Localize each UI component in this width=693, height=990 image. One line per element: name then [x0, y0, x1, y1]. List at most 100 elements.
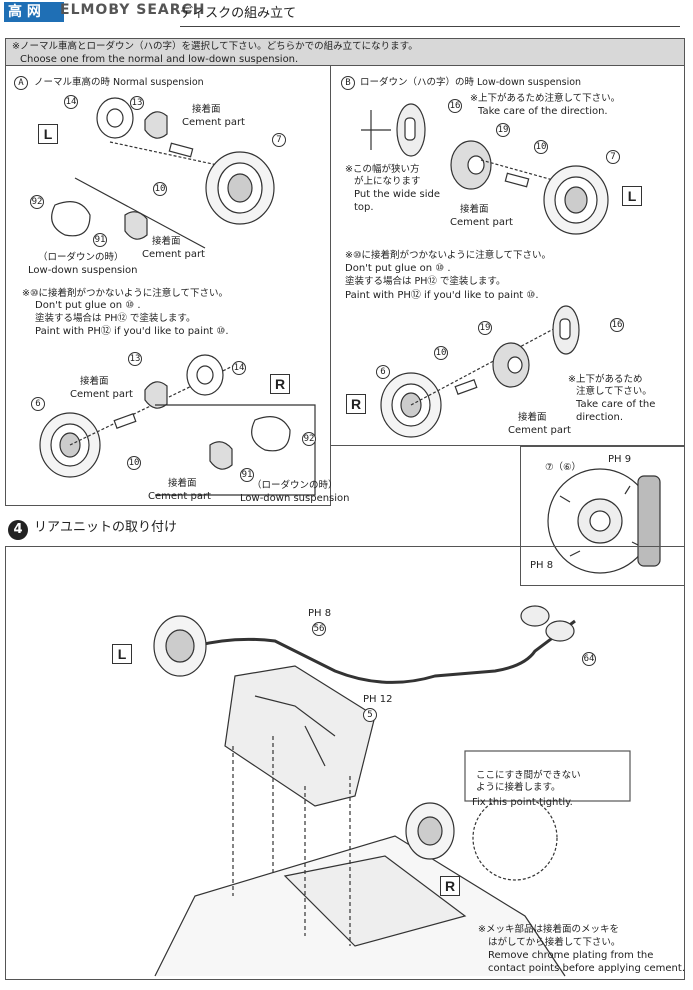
rear-subframe-5: [224, 665, 376, 807]
step-title: ディスクの組み立て: [180, 6, 297, 21]
part-13-spacer: [144, 111, 168, 139]
part-64-label: 64: [582, 652, 596, 666]
panel-a-lower-drawing: [39, 354, 316, 496]
part-91b-label: 91: [240, 468, 254, 482]
direction2-jp2: 注意して下さい。: [576, 386, 652, 397]
panel-b-title: ローダウン（ハの字）の時 Low-down suspension: [360, 77, 582, 88]
part-14-label: 14: [64, 95, 78, 109]
lowdown-label-a2-jp: （ローダウンの時）: [252, 480, 338, 491]
part-19b-label: 19: [478, 321, 492, 335]
selection-note-en: Choose one from the normal and low-down …: [20, 54, 299, 65]
lowdown-label-a2-en: Low-down suspension: [240, 493, 350, 504]
left-box-step4: L: [112, 644, 132, 664]
paint-note-b-jp: 塗装する場合は PH⑫ で塗装します。: [345, 276, 506, 287]
color-5: PH 12: [363, 694, 393, 705]
panel-b-upper-drawing: [361, 103, 609, 235]
part-14b-label: 14: [232, 361, 246, 375]
lowdown-label-a1-jp: （ローダウンの時）: [38, 252, 124, 263]
disc-color-top: PH 9: [608, 454, 632, 465]
chrome-note-jp1: ※メッキ部品は接着面のメッキを: [478, 924, 619, 935]
watermark-text: ELMOBY SEARCH: [60, 2, 206, 18]
paint-note-b-en: Paint with PH⑫ if you'd like to paint ⑩.: [345, 290, 539, 301]
cement-label-b2-jp: 接着面: [518, 412, 547, 423]
part-10c-label: 10: [534, 140, 548, 154]
cement-label-b1-jp: 接着面: [460, 204, 489, 215]
chrome-note-en1: Remove chrome plating from the: [488, 950, 654, 961]
glue-note-a-jp: ※⑩に接着剤がつかないように注意して下さい。: [22, 288, 229, 299]
cement-label-a2-jp: 接着面: [152, 236, 181, 247]
direction2-jp1: ※上下があるため: [568, 374, 643, 385]
muffler-tip-64a: [520, 605, 550, 627]
brake-caliper: [637, 475, 661, 567]
direction2-en1: Take care of the: [576, 399, 656, 410]
disc-part-label: ⑦（⑥）: [545, 462, 582, 473]
exhaust-pipe-56: [194, 619, 576, 684]
part-10-label: 10: [153, 182, 167, 196]
chrome-note-en2: contact points before applying cement.: [488, 963, 685, 974]
cement-label-a4-jp: 接着面: [168, 478, 197, 489]
part-10-pin: [168, 142, 194, 158]
panel-a-badge: A: [14, 76, 28, 90]
site-logo: 高 网: [4, 2, 64, 22]
fix-note-en: Fix this point tightly.: [472, 797, 573, 808]
glue-note-b-en: Don't put glue on ⑩ .: [345, 263, 451, 274]
part-16-label: 16: [448, 99, 462, 113]
right-box-b: R: [346, 394, 366, 414]
left-box-b: L: [622, 186, 642, 206]
selection-note-bar: ※ノーマル車高とローダウン（ハの字）を選択して下さい。どちらかでの組み立てになり…: [5, 38, 685, 66]
wide-note-en2: top.: [354, 202, 374, 213]
part-92b-label: 92: [302, 432, 316, 446]
panel-b-lower-drawing: [380, 305, 580, 438]
wide-note-jp1: ※この幅が狭い方: [345, 164, 420, 175]
disc-color-bottom: PH 8: [530, 560, 554, 571]
cement-label-a3-en: Cement part: [70, 389, 133, 400]
part-6b-label: 6: [376, 365, 390, 379]
cement-label-b1-en: Cement part: [450, 217, 513, 228]
part-16b-label: 16: [610, 318, 624, 332]
cement-label-a1-en: Cement part: [182, 117, 245, 128]
cement-label-a2-en: Cement part: [142, 249, 205, 260]
part-7-label: 7: [272, 133, 286, 147]
selection-note-jp: ※ノーマル車高とローダウン（ハの字）を選択して下さい。どちらかでの組み立てになり…: [12, 41, 418, 52]
panel-b-lowdown-suspension: [331, 66, 685, 446]
part-92-label: 92: [30, 195, 44, 209]
direction-note-b-en: Take care of the direction.: [478, 106, 608, 117]
part-91-label: 91: [93, 233, 107, 247]
title-underline: [180, 26, 680, 27]
panel-a-upper-drawing: [51, 97, 275, 249]
direction2-en2: direction.: [576, 412, 624, 423]
cement-label-a1-jp: 接着面: [192, 104, 221, 115]
part-7b-label: 7: [606, 150, 620, 164]
right-box-step4: R: [440, 876, 460, 896]
glue-note-b-jp: ※⑩に接着剤がつかないように注意して下さい。: [345, 250, 552, 261]
direction-note-b-jp: ※上下があるため注意して下さい。: [470, 93, 621, 104]
cement-label-b2-en: Cement part: [508, 425, 571, 436]
right-box-a: R: [270, 374, 290, 394]
part-5-label: 5: [363, 708, 377, 722]
part-19-label: 19: [496, 123, 510, 137]
part-92-ring: [51, 201, 91, 237]
cement-label-a3-jp: 接着面: [80, 376, 109, 387]
disc-detail-panel: [520, 446, 685, 586]
wide-note-en1: Put the wide side: [354, 189, 441, 200]
part-6-label: 6: [31, 397, 45, 411]
left-box-a: L: [38, 124, 58, 144]
color-56: PH 8: [308, 608, 332, 619]
cement-label-a4-en: Cement part: [148, 491, 211, 502]
part-91-spacer: [124, 211, 148, 240]
wide-note-jp2: が上になります: [354, 176, 421, 187]
step-4-drawing: [153, 605, 631, 977]
muffler-tip-64b: [545, 620, 575, 642]
chrome-note-jp2: はがしてから接着して下さい。: [488, 937, 621, 948]
panel-a-title: ノーマル車高の時 Normal suspension: [34, 77, 204, 88]
glue-note-a-en: Don't put glue on ⑩ .: [35, 300, 141, 311]
part-10d-label: 10: [434, 346, 448, 360]
disc-drawing: [547, 468, 661, 574]
fix-note-jp2: ように接着します。: [476, 782, 561, 793]
step-4-title: リアユニットの取り付け: [34, 520, 178, 535]
part-13b-label: 13: [128, 352, 142, 366]
fix-note-jp1: ここにすき間ができない: [476, 770, 581, 781]
part-10b-label: 10: [127, 456, 141, 470]
panel-b-badge: B: [341, 76, 355, 90]
step-4-badge: 4: [8, 520, 28, 540]
